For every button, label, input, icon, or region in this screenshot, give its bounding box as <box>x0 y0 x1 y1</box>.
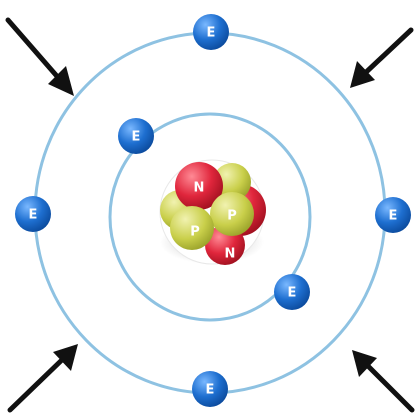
electron-inner-top-left: E <box>118 118 154 154</box>
electron-label: E <box>29 208 38 223</box>
arrow-bottom-left <box>7 344 78 413</box>
proton-label: P <box>227 209 237 224</box>
nucleus-particle-4: N <box>225 247 236 262</box>
arrow-bottom-right <box>352 350 415 413</box>
arrow-top-right <box>350 27 414 88</box>
nucleus-proton-top-right <box>213 163 251 201</box>
arrow-top-left <box>5 17 74 96</box>
electron-label: E <box>288 286 297 301</box>
electron-label: E <box>207 26 216 41</box>
electron-outer-bottom: E <box>192 371 228 407</box>
electron-label: E <box>206 383 215 398</box>
nucleus: N P P N <box>159 159 266 265</box>
nucleus-particle-3: P <box>170 206 214 250</box>
electron-inner-bottom-right: E <box>274 274 310 310</box>
electron-label: E <box>132 130 141 145</box>
electron-label: E <box>389 209 398 224</box>
neutron-label: N <box>225 247 236 262</box>
nucleus-particle-1: N <box>175 162 223 210</box>
electron-outer-left: E <box>15 196 51 232</box>
inner-orbit <box>108 112 312 322</box>
nucleus-particle-2: P <box>210 192 254 236</box>
electron-outer-right: E <box>375 197 411 233</box>
proton-label: P <box>190 225 200 240</box>
electron-outer-top: E <box>193 14 229 50</box>
neutron-label: N <box>194 181 205 196</box>
